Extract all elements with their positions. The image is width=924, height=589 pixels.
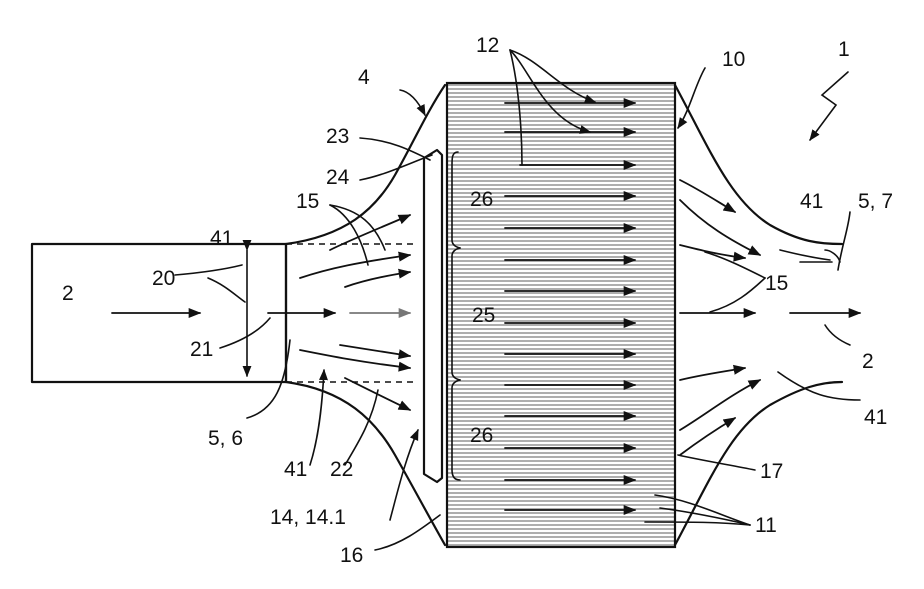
outlet-diffuser — [675, 85, 842, 545]
lightning-arrow-icon — [810, 72, 848, 140]
label-25: 25 — [472, 304, 495, 327]
label-1: 1 — [838, 38, 850, 61]
label-20: 20 — [152, 267, 175, 290]
inlet-diffuser — [286, 85, 445, 545]
outlet-flow-arrows — [680, 180, 860, 455]
label-41-lower-left: 41 — [284, 458, 307, 481]
label-26-top: 26 — [470, 188, 493, 211]
label-41-upper-right: 41 — [800, 190, 823, 213]
label-15-right: 15 — [765, 272, 788, 295]
label-15-left: 15 — [296, 190, 319, 213]
label-17: 17 — [760, 460, 783, 483]
label-26-bottom: 26 — [470, 424, 493, 447]
label-14-14-1: 14, 14.1 — [270, 506, 346, 529]
label-23: 23 — [326, 125, 349, 148]
label-41-upper-left: 41 — [210, 227, 233, 250]
label-22: 22 — [330, 458, 353, 481]
label-41-lower-right: 41 — [864, 406, 887, 429]
label-16: 16 — [340, 544, 363, 567]
label-5-7: 5, 7 — [858, 190, 893, 213]
label-2-outlet: 2 — [862, 350, 874, 373]
label-2-inlet: 2 — [62, 282, 74, 305]
label-4: 4 — [358, 66, 370, 89]
label-12: 12 — [476, 34, 499, 57]
label-10: 10 — [722, 48, 745, 71]
label-5-6: 5, 6 — [208, 427, 243, 450]
label-11: 11 — [755, 514, 777, 537]
label-24: 24 — [326, 166, 350, 189]
flow-distributor-plate — [424, 150, 442, 482]
label-21: 21 — [190, 338, 213, 361]
